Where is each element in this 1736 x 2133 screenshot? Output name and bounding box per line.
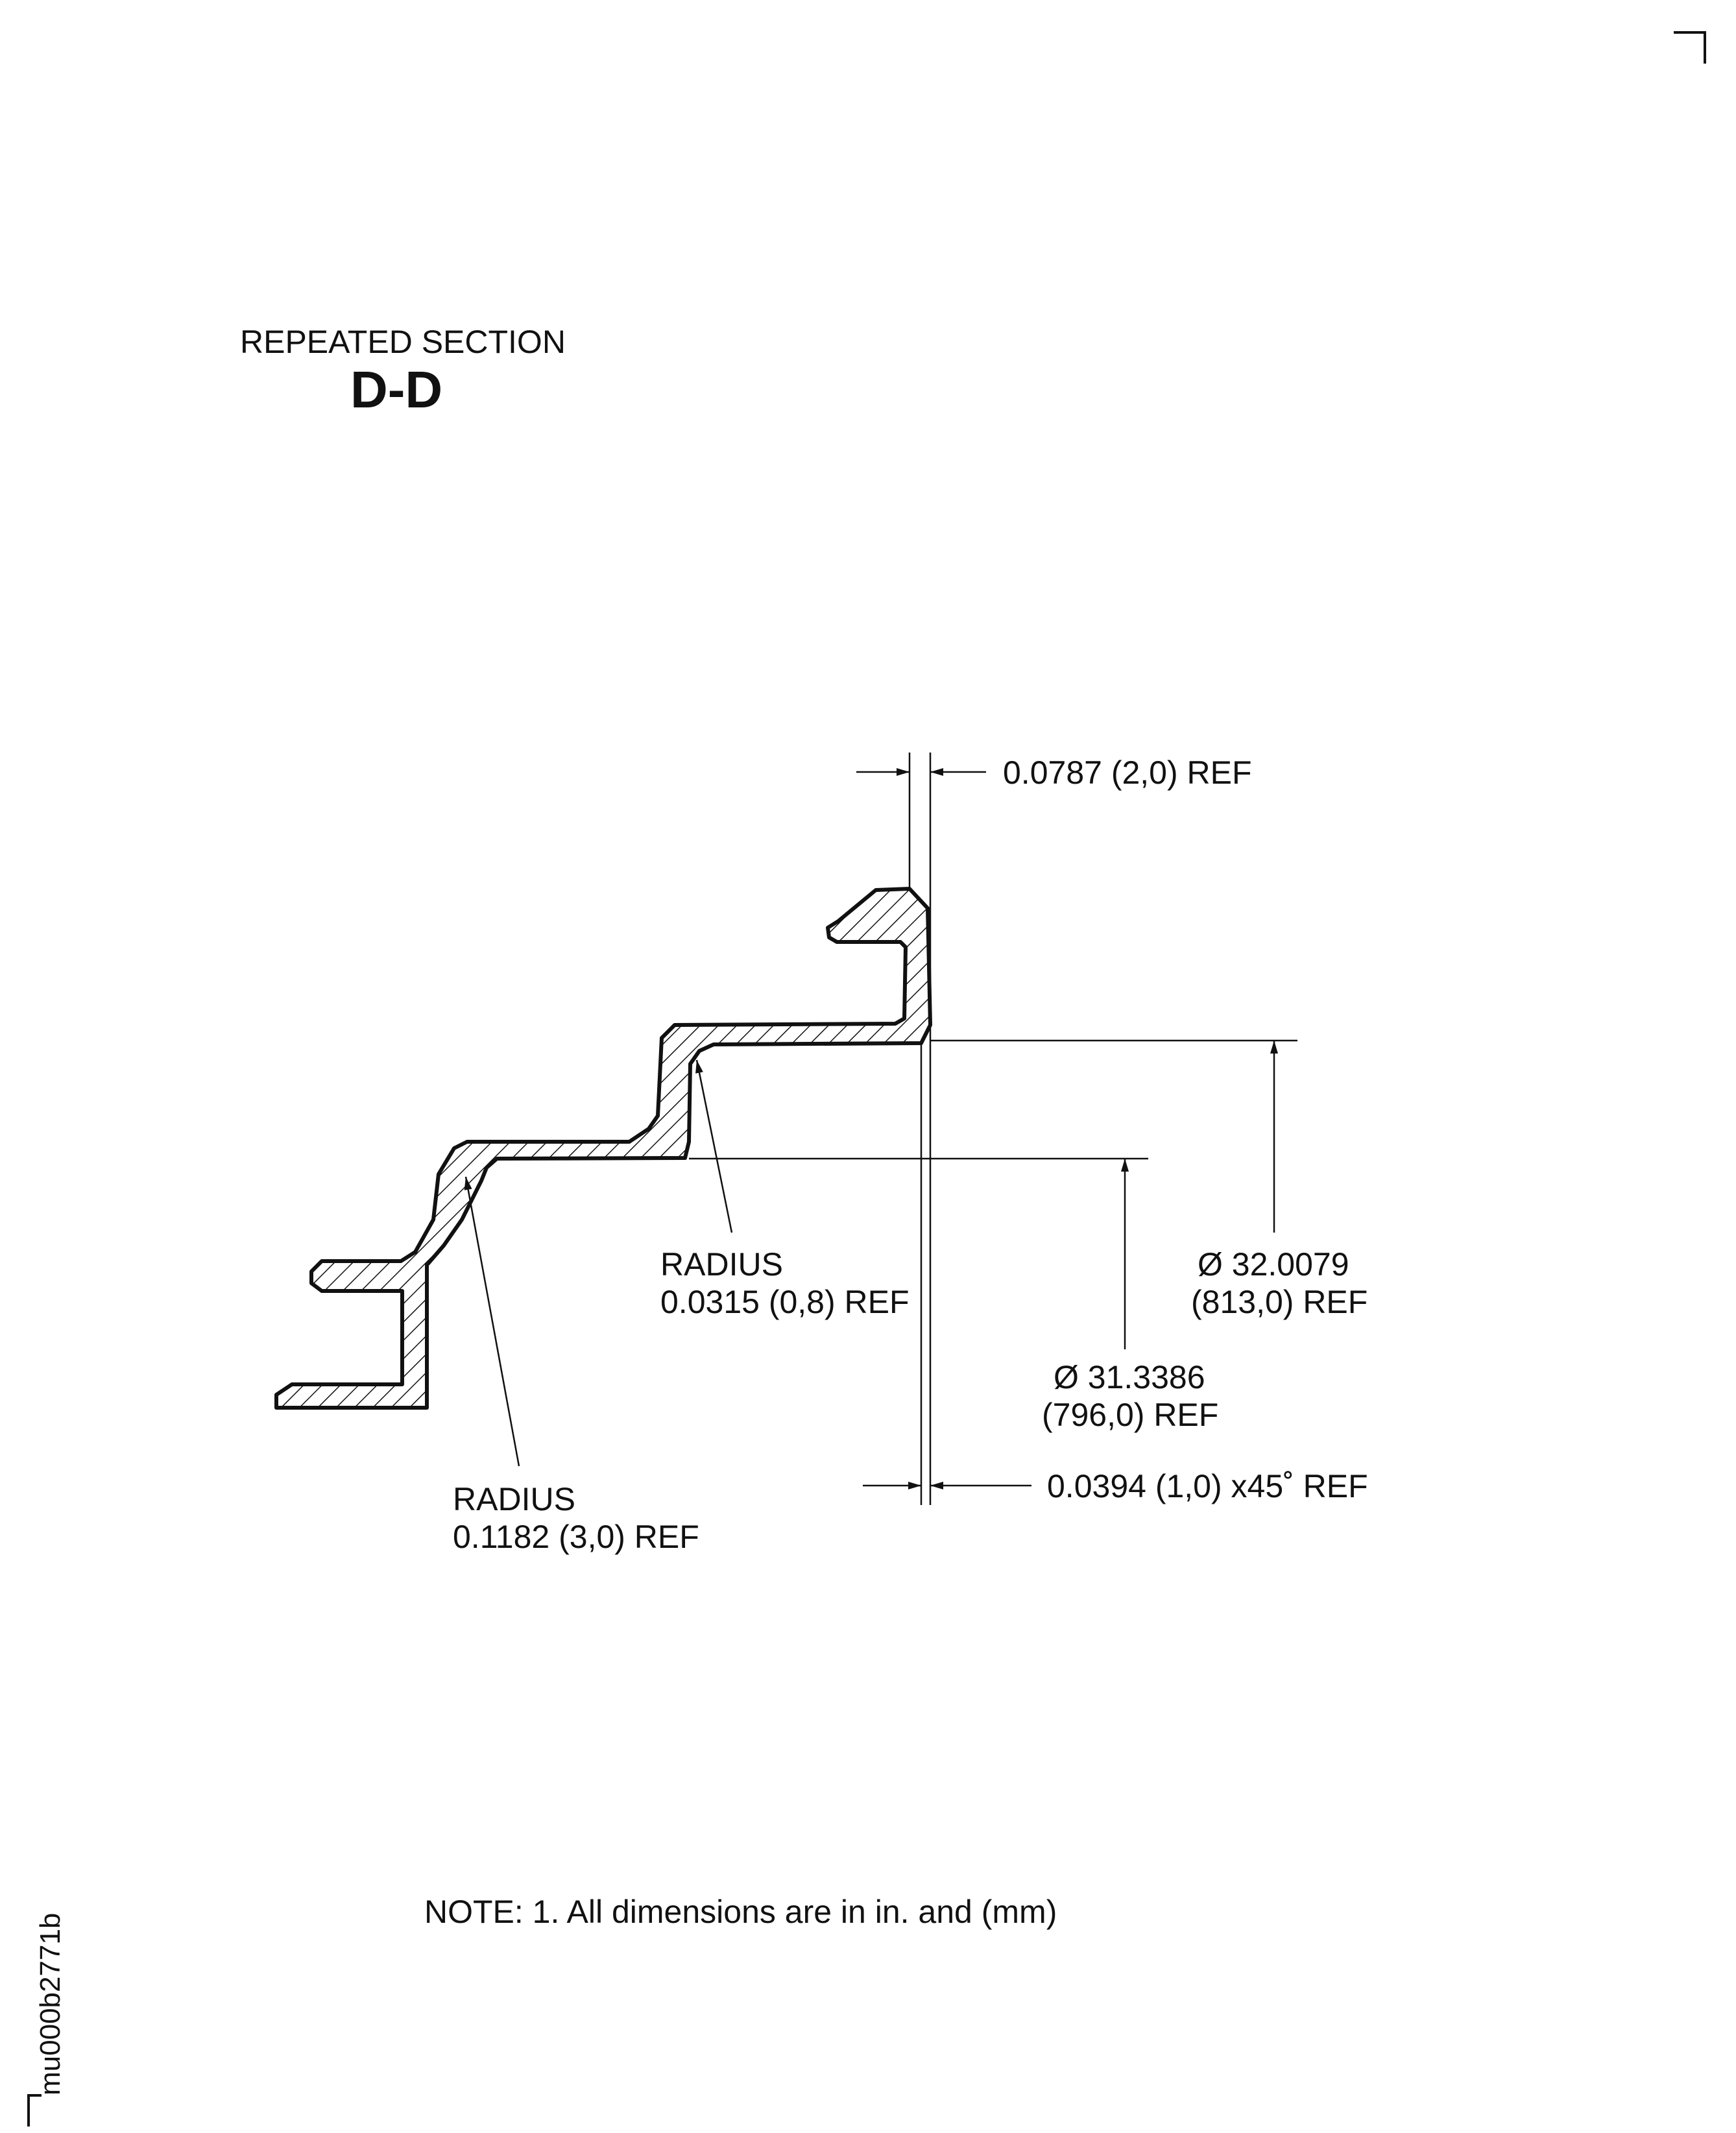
dimension-note: NOTE: 1. All dimensions are in in. and (…: [424, 1894, 1057, 1930]
frame-corner-bottom-left: [27, 2094, 42, 2127]
inner-radius-label: RADIUS: [660, 1246, 783, 1283]
frame-corner-top-right: [1674, 31, 1706, 64]
part-cross-section: [274, 887, 932, 1410]
inner-radius-leader: [695, 1059, 733, 1233]
dia-large-inch-label: Ø 32.0079: [1198, 1246, 1349, 1283]
section-title: D-D: [350, 361, 442, 418]
drawing-id: mu000b2771b: [34, 1913, 66, 2095]
inner-radius-value: 0.0315 (0,8) REF: [660, 1284, 910, 1320]
outer-radius-value: 0.1182 (3,0) REF: [453, 1519, 699, 1555]
wall-thickness-label: 0.0787 (2,0) REF: [1003, 754, 1252, 791]
dia-large-mm-label: (813,0) REF: [1191, 1284, 1368, 1320]
outer-radius-leader: [464, 1176, 520, 1467]
dia-small-inch-label: Ø 31.3386: [1054, 1359, 1205, 1395]
chamfer-label: 0.0394 (1,0) x45˚ REF: [1047, 1468, 1368, 1504]
outer-radius-label: RADIUS: [453, 1481, 575, 1517]
section-subtitle: REPEATED SECTION: [240, 324, 566, 360]
dia-small-mm-label: (796,0) REF: [1042, 1397, 1218, 1433]
